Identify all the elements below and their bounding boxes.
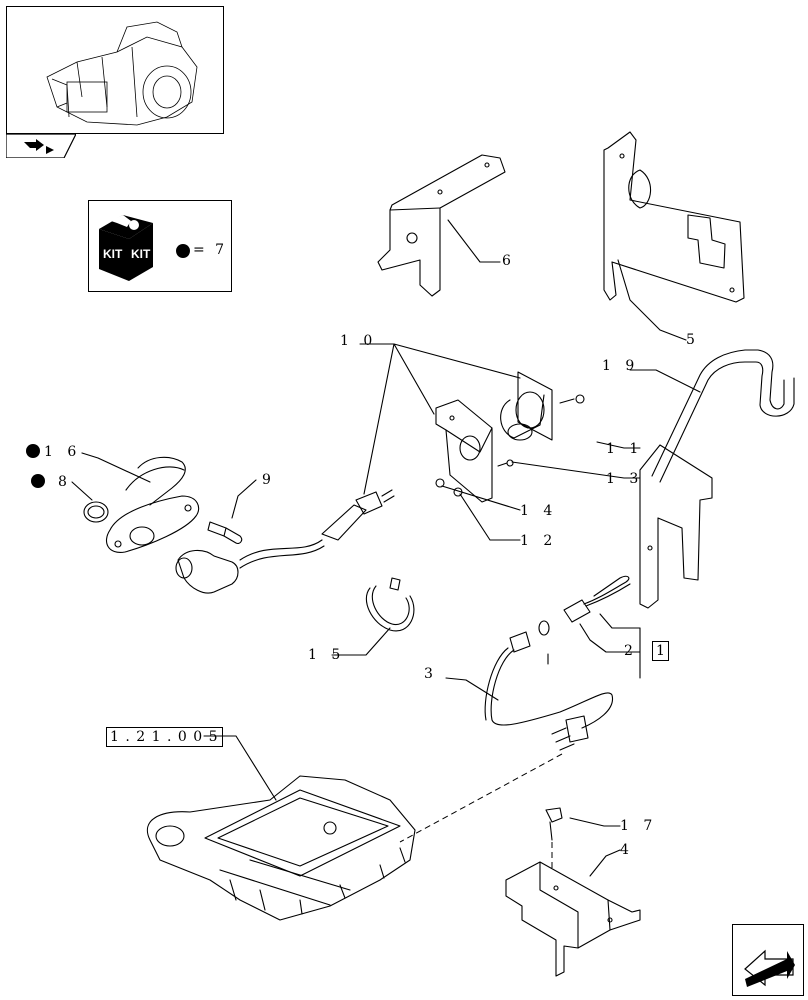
- part-2-sender: [538, 575, 631, 636]
- callout-9: 9: [262, 472, 276, 488]
- next-page-button[interactable]: [732, 924, 804, 996]
- kit-marker-16: [26, 444, 40, 458]
- callout-13: 1 3: [606, 471, 644, 487]
- callout-16: 1 6: [44, 444, 82, 460]
- kit-legend: KIT KIT = 7: [88, 200, 232, 292]
- callout-4: 4: [620, 842, 634, 858]
- black-dot-marker: [176, 244, 190, 258]
- part-15-clamp: [365, 587, 415, 632]
- page-navigation-icon: [24, 139, 44, 151]
- part-5-plate: [603, 131, 745, 341]
- assembly-thumbnail: [6, 6, 224, 134]
- callout-10: 1 0: [340, 333, 378, 349]
- kit-label-right: KIT: [131, 247, 151, 261]
- kit-quantity: = 7: [193, 242, 228, 258]
- kit-label-left: KIT: [103, 247, 123, 261]
- callout-14: 1 4: [520, 503, 558, 519]
- part-10-holder: [435, 371, 553, 503]
- reference-1-21-0-05[interactable]: 1 . 2 1 . 0 0 5: [106, 727, 223, 747]
- oil-pan-reference: [147, 775, 416, 921]
- part-16-sensor-flange: [83, 456, 200, 553]
- callout-11: 1 1: [606, 441, 644, 457]
- part-9-bolt: [207, 521, 243, 544]
- transmission-housing-icon: [46, 21, 198, 126]
- kit-box-icon: [99, 215, 153, 281]
- callout-15: 1 5: [308, 647, 346, 663]
- next-page-arrow-icon: [745, 951, 795, 987]
- callout-8: 8: [58, 474, 72, 490]
- part-4-bracket: [505, 861, 641, 977]
- callout-6: 6: [502, 253, 516, 269]
- thumbnail-nav-tab[interactable]: [6, 134, 76, 158]
- callout-19: 1 9: [602, 358, 640, 374]
- callout-12: 1 2: [520, 533, 558, 549]
- part-19-pipe: [639, 349, 795, 609]
- callout-1: 1: [652, 641, 669, 661]
- callout-2: 2: [624, 643, 638, 659]
- callout-17: 1 7: [620, 818, 658, 834]
- part-6-bracket: [377, 154, 506, 297]
- kit-marker-8: [31, 474, 45, 488]
- wiring-harness: [175, 489, 395, 594]
- part-3-cable: [484, 631, 613, 751]
- callout-5: 5: [686, 332, 700, 348]
- callout-3: 3: [424, 666, 438, 682]
